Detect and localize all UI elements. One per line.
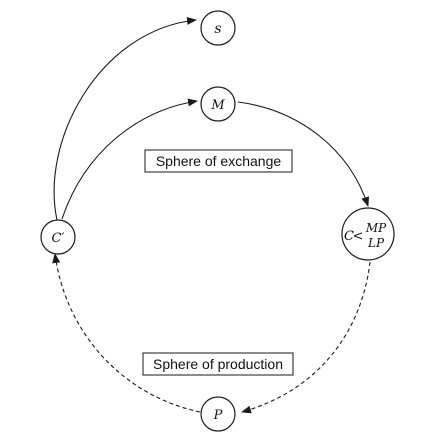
node-m-label: M <box>210 98 225 113</box>
node-m: M <box>200 86 236 122</box>
node-c-prime-label: C′ <box>52 231 65 246</box>
arrow-c-to-p <box>241 261 371 414</box>
node-c-label: C <box>344 229 354 244</box>
arrow-c-prime-to-s <box>53 16 197 221</box>
node-c: C < MP LP <box>341 207 395 261</box>
sphere-of-production-label: Sphere of production <box>153 356 283 372</box>
node-c-prime: C′ <box>40 219 76 255</box>
sphere-of-exchange-label: Sphere of exchange <box>156 153 282 169</box>
node-c-fraction-bottom: LP <box>367 236 385 250</box>
arrow-p-to-c-prime <box>52 253 201 413</box>
sphere-of-exchange-box: Sphere of exchange <box>144 149 293 173</box>
node-c-bracket: < <box>353 229 364 244</box>
node-s: s <box>200 10 236 46</box>
arrow-c-prime-to-m <box>61 98 198 220</box>
node-p: P <box>200 396 236 432</box>
node-c-fraction-top: MP <box>365 221 387 235</box>
node-s-label: s <box>214 21 221 37</box>
arrow-m-to-c <box>237 101 370 207</box>
node-p-label: P <box>213 408 223 423</box>
sphere-of-production-box: Sphere of production <box>142 352 294 376</box>
